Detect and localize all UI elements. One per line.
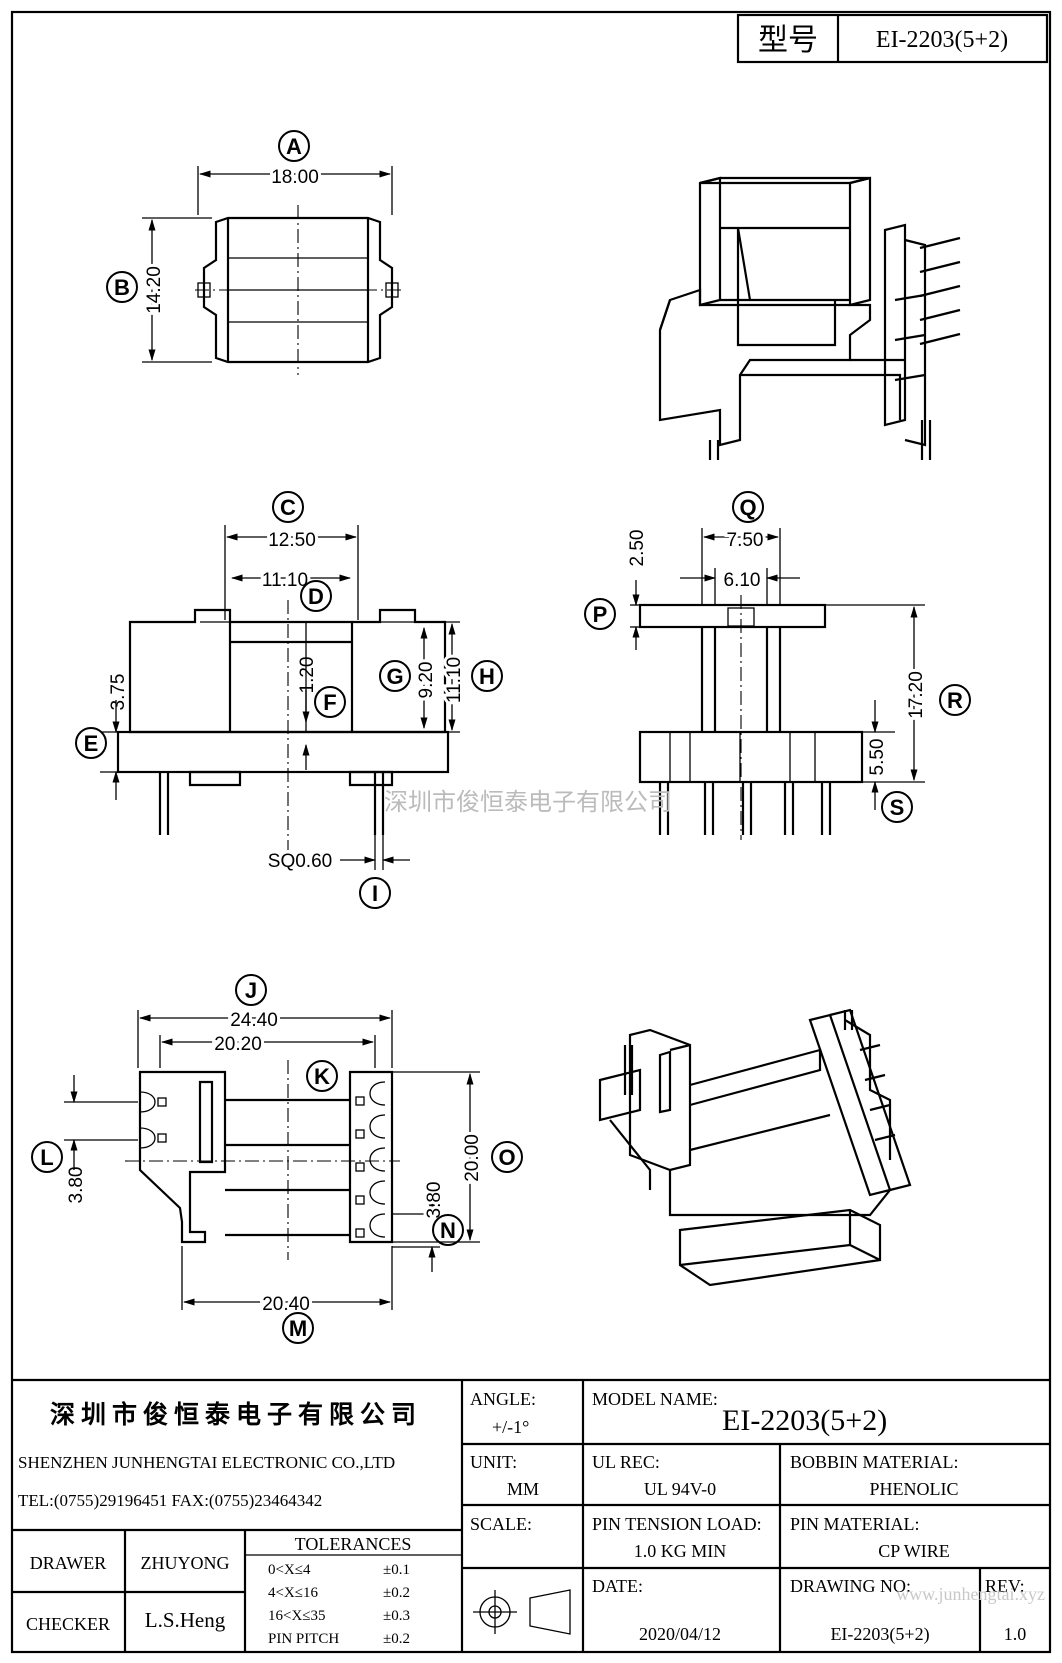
dim-b-value: 14.20 (144, 266, 165, 314)
model-header: 型号 EI-2203(5+2) (736, 13, 1049, 64)
pin-material-value: CP WIRE (878, 1541, 950, 1561)
tol-range-3: 16<X≤35 (268, 1608, 326, 1624)
unit-label: UNIT: (470, 1452, 517, 1472)
top-view: 18.00 A 14.20 B (106, 130, 402, 375)
tol-value-1: ±0.1 (383, 1562, 410, 1578)
angle-value: +/-1° (492, 1417, 529, 1437)
dim-p-letter: P (593, 602, 608, 627)
dim-g-letter: G (386, 664, 403, 689)
tol-range-2: 4<X≤16 (268, 1585, 319, 1601)
isometric-view-top (658, 176, 961, 460)
drawing-no-label: DRAWING NO: (790, 1576, 911, 1596)
rev-value: 1.0 (1004, 1624, 1027, 1644)
dim-f-letter: F (323, 690, 336, 715)
dim-i-letter: I (372, 881, 378, 906)
drawer-label: DRAWER (30, 1553, 107, 1573)
drawing-no-value: EI-2203(5+2) (830, 1624, 929, 1645)
dim-n-value: 3.80 (424, 1182, 445, 1219)
isometric-view-bottom (598, 1008, 912, 1287)
bobbin-material-label: BOBBIN MATERIAL: (790, 1452, 959, 1472)
date-value: 2020/04/12 (639, 1624, 721, 1644)
dim-m-letter: M (289, 1316, 307, 1341)
sheet-border (10, 10, 1052, 1654)
model-name-label: MODEL NAME: (592, 1389, 718, 1409)
unit-value: MM (507, 1479, 539, 1499)
angle-label: ANGLE: (470, 1389, 536, 1409)
ul-rec-label: UL REC: (592, 1452, 660, 1472)
checker-value: L.S.Heng (145, 1608, 226, 1632)
dim-m-value: 20.40 (262, 1294, 310, 1315)
company-name-cn: 深圳市俊恒泰电子有限公司 (50, 1400, 422, 1429)
dim-n-letter: N (440, 1218, 456, 1243)
tol-value-4: ±0.2 (383, 1631, 410, 1647)
dim-k-value: 20.20 (214, 1034, 262, 1055)
type-value: EI-2203(5+2) (876, 27, 1008, 53)
dim-q-letter: Q (739, 495, 756, 520)
dim-l-letter: L (40, 1145, 53, 1170)
dim-b-letter: B (114, 275, 130, 300)
company-name-en: SHENZHEN JUNHENGTAI ELECTRONIC CO.,LTD (18, 1453, 395, 1472)
ul-rec-value: UL 94V-0 (644, 1479, 716, 1499)
dim-o-value: 20.00 (462, 1134, 483, 1182)
dim-c-letter: C (280, 495, 296, 520)
dim-s-letter: S (890, 795, 905, 820)
side-view: 7.50 Q 6.10 2.50 P 17.20 R 5.50 S (584, 491, 971, 840)
dim-o-letter: O (498, 1145, 515, 1170)
pin-tension-value: 1.0 KG MIN (634, 1541, 727, 1561)
tol-range-4: PIN PITCH (268, 1631, 339, 1647)
dim-i-value: SQ0.60 (268, 851, 332, 872)
date-label: DATE: (592, 1576, 643, 1596)
dim-g-value: 9.20 (416, 662, 437, 699)
dim-f-value: 1.20 (297, 657, 318, 694)
dim-k-letter: K (314, 1064, 330, 1089)
dim-h-letter: H (479, 664, 495, 689)
dim-j-letter: J (245, 978, 257, 1003)
bobbin-material-value: PHENOLIC (870, 1479, 959, 1499)
dim-l-value: 3.80 (66, 1167, 87, 1204)
dim-p-value: 2.50 (627, 530, 648, 567)
tolerances-label: TOLERANCES (295, 1534, 412, 1554)
title-block: 深圳市俊恒泰电子有限公司 SHENZHEN JUNHENGTAI ELECTRO… (12, 1378, 1050, 1652)
dim-c-value: 12.50 (268, 530, 316, 551)
dim-e-letter: E (84, 731, 99, 756)
tol-range-1: 0<X≤4 (268, 1562, 311, 1578)
model-name-value: EI-2203(5+2) (722, 1404, 887, 1437)
dim-r-letter: R (947, 688, 963, 713)
type-label: 型号 (758, 24, 818, 57)
front-view: 12.50 C 11.10 D 3.75 E 1.20 F 9.20 G 11.… (75, 491, 503, 909)
projection-symbol-icon (473, 1589, 571, 1635)
tol-value-3: ±0.3 (383, 1608, 410, 1624)
dim-j-value: 24.40 (230, 1010, 278, 1031)
corner-watermark: www.junhengtai.xyz (896, 1584, 1045, 1604)
company-contact: TEL:(0755)29196451 FAX:(0755)23464342 (18, 1491, 322, 1510)
dim-a-letter: A (286, 134, 302, 159)
dim-q-value: 7.50 (727, 530, 764, 551)
dim-d-letter: D (308, 584, 324, 609)
dim-q-inner-value: 6.10 (724, 570, 761, 591)
pin-material-label: PIN MATERIAL: (790, 1514, 920, 1534)
dim-d-value: 11.10 (262, 570, 308, 591)
scale-label: SCALE: (470, 1514, 532, 1534)
dim-h-value: 11.10 (444, 657, 465, 703)
checker-label: CHECKER (26, 1614, 110, 1634)
dim-e-value: 3.75 (108, 674, 129, 711)
tol-value-2: ±0.2 (383, 1585, 410, 1601)
rev-label: REV: (985, 1576, 1025, 1596)
watermark-text: 深圳市俊恒泰电子有限公司 (384, 789, 672, 816)
dim-a-value: 18.00 (271, 167, 319, 188)
bottom-view: 24.40 J 20.20 K 3.80 L 20.40 M 3.80 N 20… (31, 974, 523, 1344)
pin-tension-label: PIN TENSION LOAD: (592, 1514, 762, 1534)
dim-s-value: 5.50 (867, 739, 888, 776)
dim-r-value: 17.20 (906, 671, 927, 719)
drawer-value: ZHUYONG (141, 1553, 230, 1573)
